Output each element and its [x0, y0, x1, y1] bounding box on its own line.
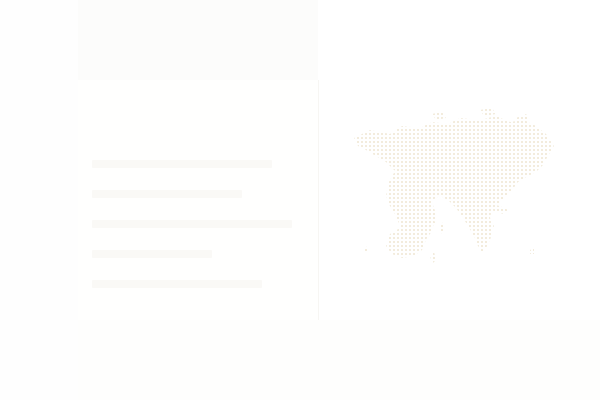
text-line-ghost [92, 160, 272, 168]
world-map-icon [340, 100, 580, 280]
text-line-ghost [92, 220, 292, 228]
text-line-ghost [92, 190, 242, 198]
text-line-ghost [92, 280, 262, 288]
sidebar-ghost [0, 0, 78, 400]
footer-ghost [78, 320, 600, 400]
text-line-ghost [92, 250, 212, 258]
map-dot-fill [354, 108, 554, 264]
header-ghost [78, 0, 318, 80]
content-panel-ghost [78, 80, 319, 320]
